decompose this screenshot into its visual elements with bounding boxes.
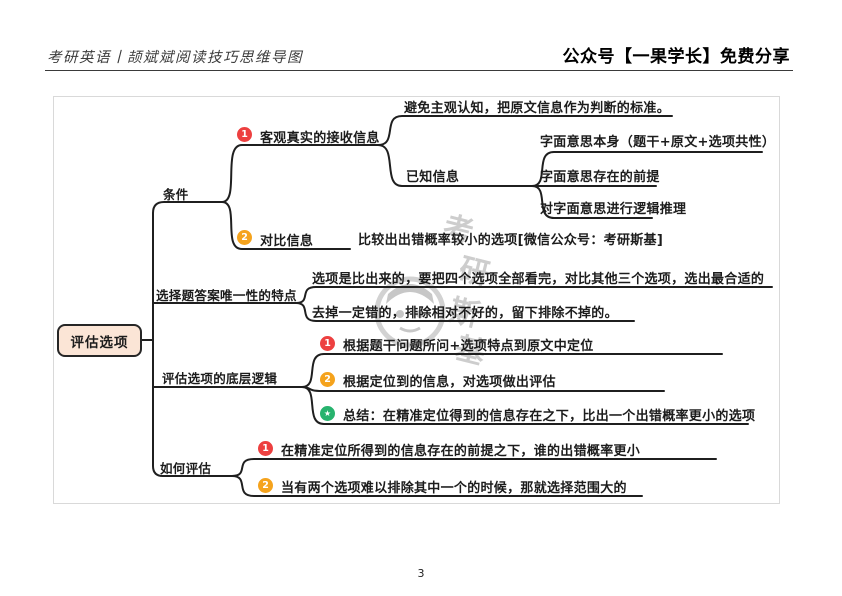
- node-literal-premise: 字面意思存在的前提: [540, 170, 660, 185]
- node-logic-locate: 根据题干问题所问+选项特点到原文中定位: [343, 339, 594, 354]
- connector-logic-1: [301, 353, 723, 388]
- mindmap-root-node: 评估选项: [57, 324, 142, 357]
- branch-how-label: 如何评估: [160, 461, 212, 476]
- connector-condition-up: [221, 144, 379, 203]
- connector-condition-down: [221, 201, 351, 250]
- star-icon: ★: [320, 406, 335, 421]
- priority-2-icon: 2: [258, 478, 273, 493]
- connector-known-down: [531, 185, 653, 219]
- priority-2-icon: 2: [320, 372, 335, 387]
- node-compare-note: 比较出出错概率较小的选项[微信公众号：考研斯基]: [358, 233, 664, 248]
- node-literal-meaning: 字面意思本身（题干+原文+选项共性）: [540, 135, 776, 150]
- mindmap-frame: [53, 96, 780, 504]
- connector-logic-3: [301, 386, 749, 425]
- node-unique-line2: 去掉一定错的，排除相对不好的，留下排除不掉的。: [312, 306, 618, 321]
- connector-trunk: [152, 201, 233, 477]
- header-right-title: 公众号【一果学长】免费分享: [562, 47, 790, 67]
- node-objective-receive: 客观真实的接收信息: [260, 131, 380, 146]
- node-known-info: 已知信息: [406, 170, 460, 185]
- branch-logic-label: 评估选项的底层逻辑: [162, 371, 278, 386]
- node-how-range: 当有两个选项难以排除其中一个的时候，那就选择范围大的: [281, 481, 627, 496]
- priority-1-icon: 1: [320, 336, 335, 351]
- branch-condition-label: 条件: [163, 187, 189, 202]
- header-divider: [45, 70, 793, 71]
- page-number: 3: [417, 567, 425, 580]
- connector-how-1: [231, 458, 717, 477]
- node-compare-info: 对比信息: [260, 234, 314, 249]
- node-how-premise: 在精准定位所得到的信息存在的前提之下，谁的出错概率更小: [281, 444, 641, 459]
- priority-2-icon: 2: [237, 230, 252, 245]
- priority-1-icon: 1: [258, 441, 273, 456]
- node-unique-line1: 选项是比出来的，要把四个选项全部看完，对比其他三个选项，选出最合适的: [312, 272, 765, 287]
- connector-how-2: [231, 475, 643, 497]
- header-left-title: 考研英语丨颉斌斌阅读技巧思维导图: [47, 50, 303, 66]
- connector-unique-up: [295, 286, 773, 304]
- node-literal-inference: 对字面意思进行逻辑推理: [540, 202, 687, 217]
- priority-1-icon: 1: [237, 127, 252, 142]
- node-logic-evaluate: 根据定位到的信息，对选项做出评估: [343, 375, 556, 390]
- connector-unique-down: [295, 302, 635, 322]
- connector-known-up: [531, 151, 763, 187]
- node-logic-summary: 总结：在精准定位得到的信息存在之下，比出一个出错概率更小的选项: [343, 409, 756, 424]
- branch-unique-label: 选择题答案唯一性的特点: [156, 288, 297, 303]
- node-avoid-subjective: 避免主观认知，把原文信息作为判断的标准。: [404, 101, 671, 116]
- connector-receive-up: [377, 115, 673, 146]
- connector-receive-down: [377, 144, 533, 187]
- watermark-mascot-icon: [374, 276, 446, 348]
